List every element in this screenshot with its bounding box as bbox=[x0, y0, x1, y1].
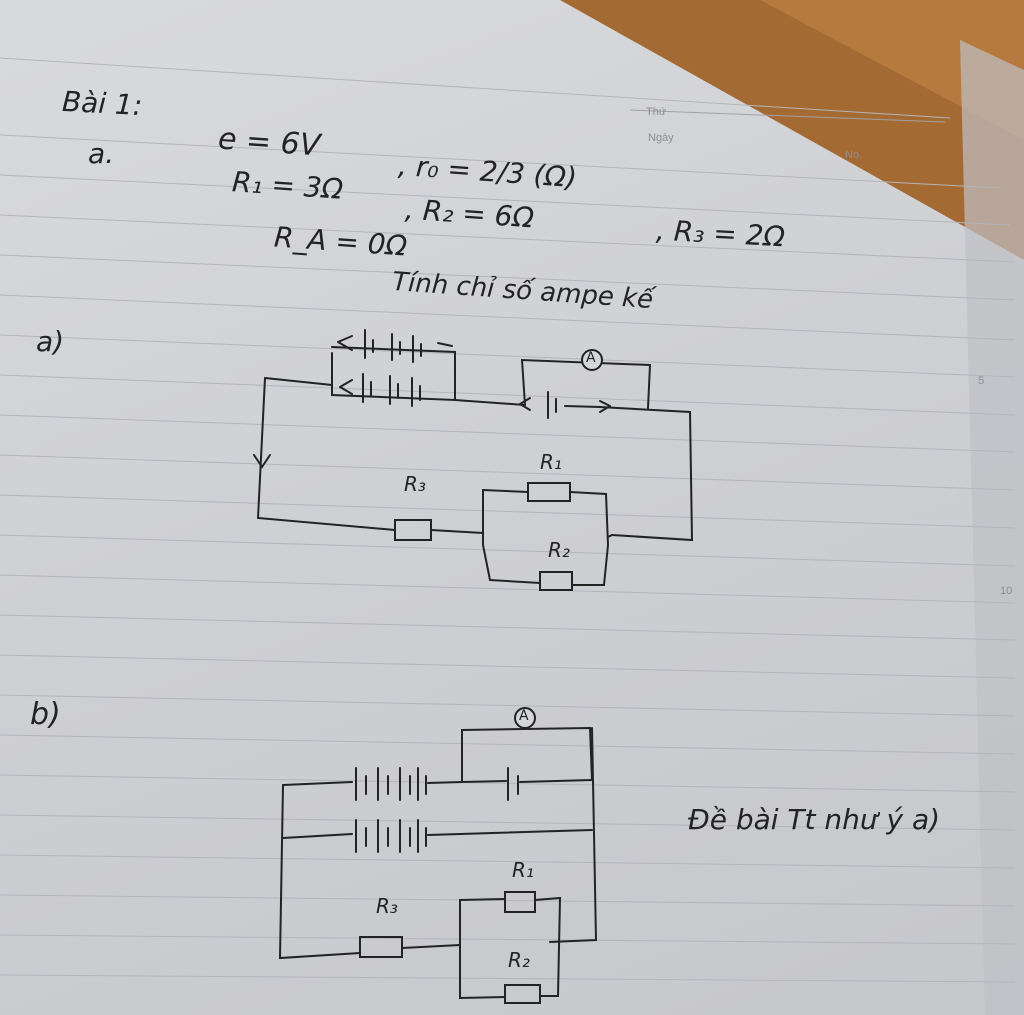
margin-number-10: 10 bbox=[1000, 585, 1013, 597]
ruled-lines bbox=[0, 57, 1016, 983]
diagram-b-r1-label: R₁ bbox=[512, 858, 534, 882]
wooden-desk-highlight bbox=[760, 0, 1024, 140]
circuit-a-left-rail bbox=[256, 377, 396, 531]
line-r1: R₁ = 3Ω bbox=[231, 165, 345, 206]
circuit-a-r2 bbox=[539, 571, 573, 591]
circuit-a-r1 bbox=[527, 482, 571, 502]
diagram-b-label: b) bbox=[30, 697, 61, 732]
no-label: No. bbox=[845, 149, 863, 161]
circuit-a-battery-row1 bbox=[337, 329, 453, 363]
circuit-b-parallel-left bbox=[459, 899, 506, 1000]
circuit-b-battery-row1 bbox=[355, 767, 427, 801]
circuit-b-r3 bbox=[359, 936, 403, 958]
thu-label: Thứ bbox=[646, 106, 667, 118]
diagram-b-note: Đề bài Tt như ý a) bbox=[688, 803, 941, 836]
line-r3: , R₃ = 2Ω bbox=[655, 213, 786, 254]
diagram-b-r2-label: R₂ bbox=[508, 948, 530, 972]
ngay-label: Ngày bbox=[648, 132, 674, 144]
diagram-a-label: a) bbox=[36, 325, 65, 358]
circuit-b-left-rail bbox=[278, 784, 361, 960]
circuit-a-ammeter bbox=[581, 349, 603, 371]
diagram-a-ammeter-label: A bbox=[586, 350, 596, 366]
margin-number-5: 5 bbox=[978, 375, 985, 387]
date-rule bbox=[629, 109, 946, 123]
circuit-a bbox=[253, 329, 694, 591]
diagram-b-ammeter-label: A bbox=[519, 708, 529, 724]
circuit-b-r2 bbox=[504, 984, 541, 1004]
circuit-b bbox=[278, 707, 598, 1004]
circuit-a-parallel-left bbox=[482, 489, 541, 584]
diagram-a-r2-label: R₂ bbox=[548, 538, 570, 562]
circuit-a-current-arrow bbox=[253, 454, 271, 469]
diagram-b-r3-label: R₃ bbox=[376, 894, 398, 918]
problem-title: Bài 1: bbox=[61, 84, 144, 123]
line-emf: e = 6V bbox=[216, 121, 322, 164]
part-a-mark: a. bbox=[88, 137, 115, 170]
circuit-b-r1 bbox=[504, 891, 536, 913]
circuit-a-battery-row2 bbox=[339, 373, 421, 407]
diagram-a-r3-label: R₃ bbox=[404, 472, 426, 496]
circuit-b-battery-row2 bbox=[355, 819, 427, 853]
circuit-a-r3 bbox=[394, 519, 432, 541]
diagram-a-r1-label: R₁ bbox=[540, 450, 562, 474]
circuit-b-ammeter bbox=[514, 707, 536, 729]
